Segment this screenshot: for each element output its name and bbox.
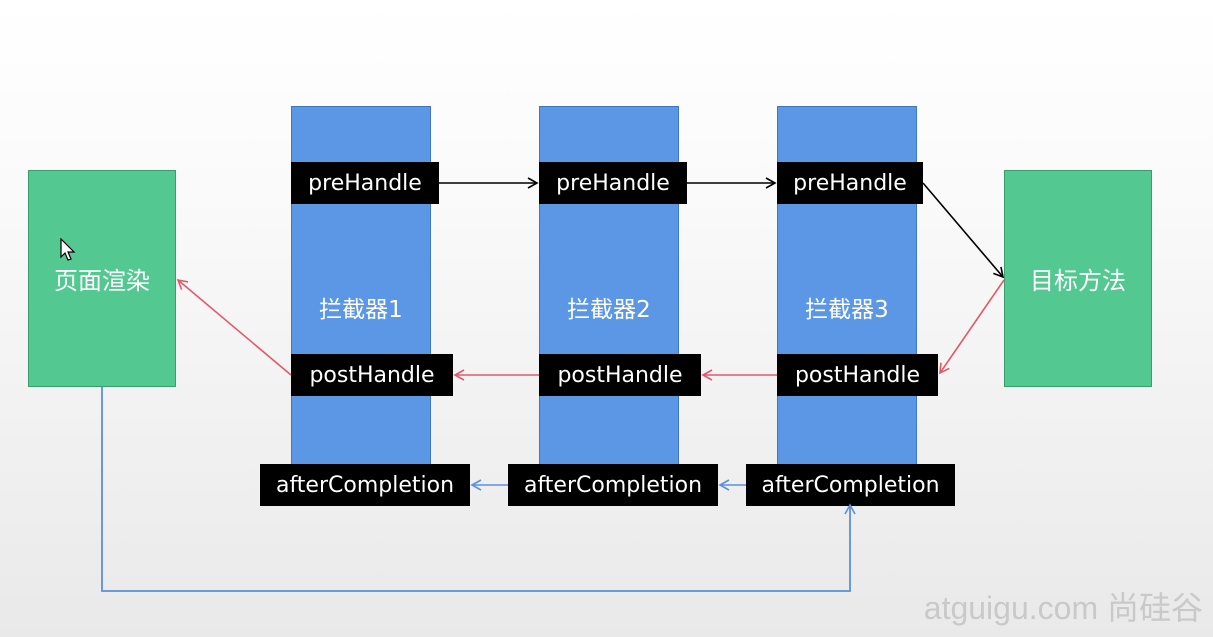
page-render-box: 页面渲染 (28, 170, 176, 387)
mouse-pointer-icon (60, 237, 76, 266)
interceptor-3-label: 拦截器3 (805, 297, 889, 323)
interceptor-1-posthandle: postHandle (291, 354, 453, 396)
interceptor-2-posthandle: postHandle (539, 354, 701, 396)
arrow-pre-3-to-target (922, 182, 1005, 279)
arrow-post-1-to-render (176, 278, 292, 376)
arrow-render-to-after-3 (101, 387, 856, 592)
interceptor-2-prehandle: preHandle (539, 162, 687, 204)
interceptor-3-posthandle: postHandle (777, 354, 938, 396)
interceptor-1-prehandle: preHandle (291, 162, 439, 204)
interceptor-3-prehandle: preHandle (777, 162, 923, 204)
target-method-label: 目标方法 (1030, 267, 1126, 295)
interceptor-1-label: 拦截器1 (319, 297, 403, 323)
interceptor-1-aftercompletion: afterCompletion (260, 464, 470, 506)
interceptor-2-aftercompletion: afterCompletion (508, 464, 718, 506)
interceptor-3-aftercompletion: afterCompletion (746, 464, 955, 506)
watermark: atguigu.com 尚硅谷 (923, 590, 1203, 626)
target-method-box: 目标方法 (1004, 170, 1152, 387)
arrow-target-to-post-3 (939, 279, 1005, 375)
page-render-label: 页面渲染 (54, 267, 150, 295)
interceptor-2-label: 拦截器2 (567, 297, 651, 323)
